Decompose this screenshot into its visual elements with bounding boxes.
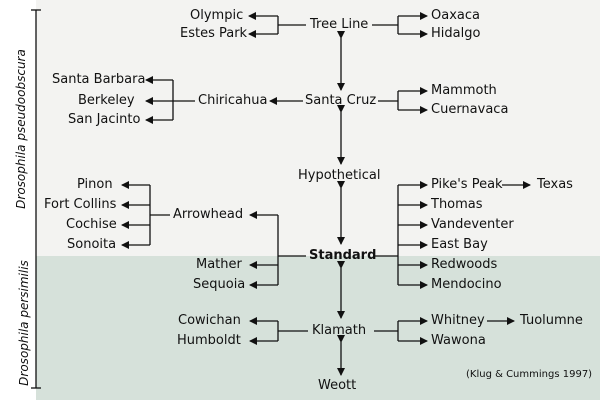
node-mather: Mather — [196, 257, 242, 272]
node-cowichan: Cowichan — [178, 313, 241, 328]
node-weott: Weott — [318, 378, 357, 393]
node-cuernavaca: Cuernavaca — [431, 102, 509, 117]
node-mendocino: Mendocino — [431, 277, 502, 292]
node-oaxaca: Oaxaca — [431, 8, 480, 23]
node-hidalgo: Hidalgo — [431, 26, 481, 41]
node-wawona: Wawona — [431, 333, 486, 348]
node-santa-barbara: Santa Barbara — [52, 72, 146, 87]
node-east-bay: East Bay — [431, 237, 488, 252]
node-hypothetical: Hypothetical — [298, 168, 381, 183]
node-arrowhead: Arrowhead — [173, 207, 244, 222]
node-tuolumne: Tuolumne — [520, 313, 583, 328]
species-label-persimilis: Drosophila persimilis — [17, 260, 31, 386]
node-sonoita: Sonoita — [67, 237, 117, 252]
node-pinon: Pinon — [77, 177, 113, 192]
node-fort-collins: Fort Collins — [44, 197, 117, 212]
node-whitney: Whitney — [431, 313, 485, 328]
node-santa-cruz: Santa Cruz — [305, 93, 377, 108]
node-humboldt: Humboldt — [177, 333, 241, 348]
node-standard: Standard — [309, 248, 377, 263]
node-texas: Texas — [537, 177, 573, 192]
node-cochise: Cochise — [66, 217, 117, 232]
node-vandeventer: Vandeventer — [431, 217, 514, 232]
node-san-jacinto: San Jacinto — [68, 112, 141, 127]
species-label-pseudoobscura: Drosophila pseudoobscura — [14, 49, 28, 209]
node-chiricahua: Chiricahua — [198, 93, 268, 108]
node-olympic: Olympic — [190, 8, 244, 23]
node-redwoods: Redwoods — [431, 257, 498, 272]
node-mammoth: Mammoth — [431, 83, 497, 98]
persimilis-region — [36, 256, 600, 400]
node-sequoia: Sequoia — [193, 277, 246, 292]
pseudoobscura-region — [36, 0, 600, 256]
node-estes-park: Estes Park — [180, 26, 248, 41]
citation: (Klug & Cummings 1997) — [466, 369, 593, 380]
node-pikes-peak: Pike's Peak — [431, 177, 503, 192]
node-thomas: Thomas — [431, 197, 483, 212]
node-klamath: Klamath — [312, 323, 367, 338]
node-tree-line: Tree Line — [310, 17, 369, 32]
node-berkeley: Berkeley — [78, 93, 135, 108]
